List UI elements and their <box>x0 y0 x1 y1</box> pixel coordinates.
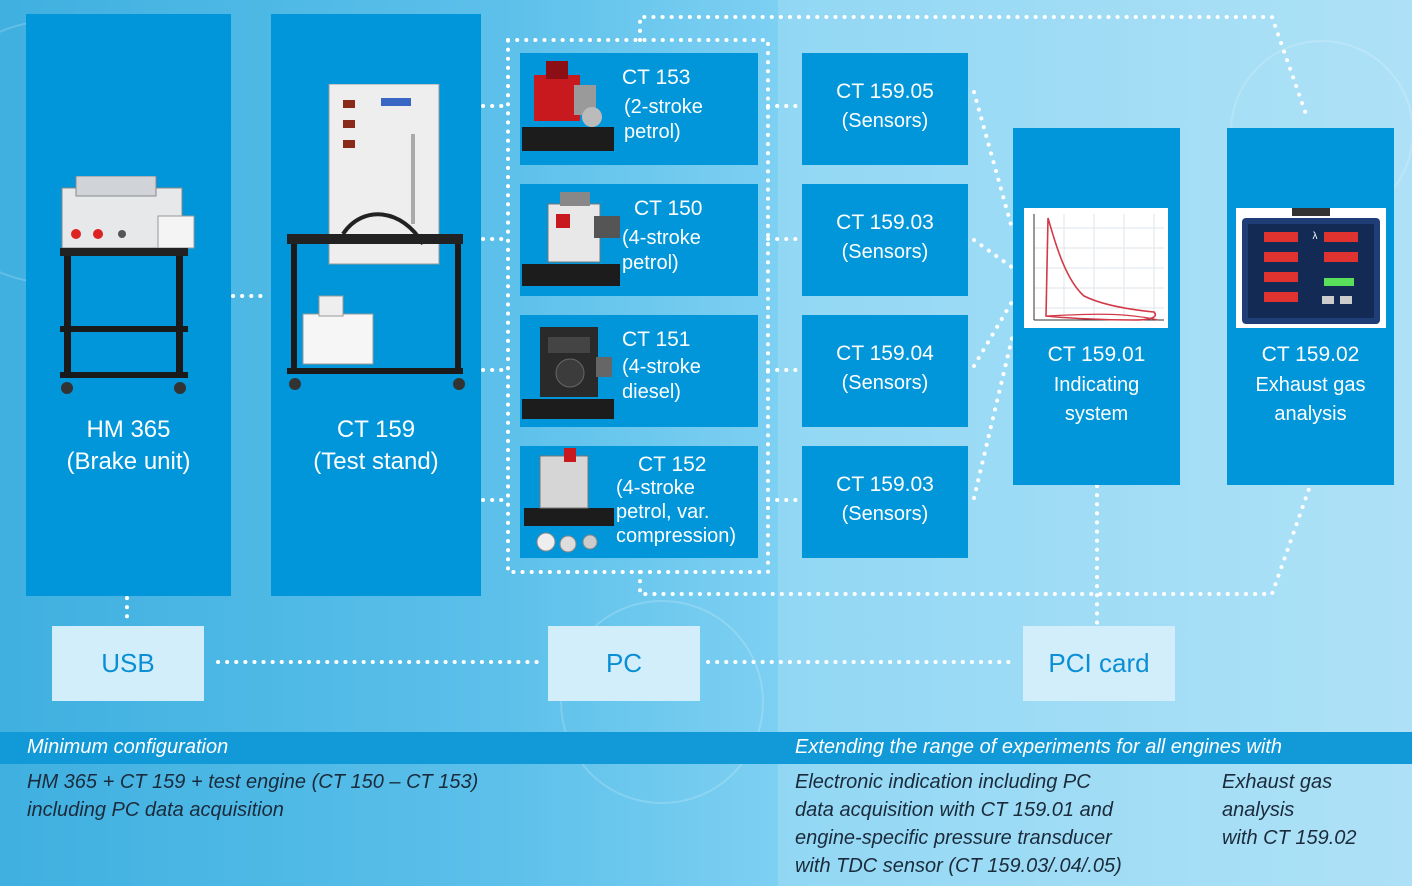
lambda-symbol: λ <box>1313 231 1318 241</box>
sensor-1-subtitle: (Sensors) <box>841 110 929 132</box>
ext-frame-top <box>638 15 1310 122</box>
ct150-title: CT 150 <box>634 197 703 220</box>
engine-photo-4-stroke-petrol <box>522 192 620 286</box>
engine-photo-4-stroke-diesel <box>522 327 614 419</box>
sensor-4-title: CT 159.03 <box>836 473 934 496</box>
engine-photo-variable-compression <box>524 448 614 553</box>
lambda-label: λ <box>1313 231 1318 241</box>
hm365-subtitle: (Brake unit) <box>66 448 191 475</box>
ct150-subtitle: (4-stroke petrol) <box>622 227 701 274</box>
engine-box-ct152: CT 152 (4-stroke petrol, var. compressio… <box>520 446 758 558</box>
indicating-title: CT 159.01 <box>1047 343 1146 366</box>
engine-group-border <box>506 38 770 574</box>
link-sensor-3-indicating <box>972 298 1015 368</box>
ct159-box: CT 159 (Test stand) <box>271 14 481 596</box>
pc-label: PC <box>605 648 643 678</box>
sensor-box-ct159-03-b: CT 159.03 (Sensors) <box>802 446 968 558</box>
hm365-title: HM 365 <box>86 416 171 443</box>
caption-bar <box>0 732 1412 764</box>
indicating-system-box: CT 159.01 Indicating system <box>1013 128 1180 485</box>
sensor-2-subtitle: (Sensors) <box>841 241 929 263</box>
ct153-title: CT 153 <box>622 66 691 89</box>
sensor-2-title: CT 159.03 <box>836 211 934 234</box>
ext-frame-bottom <box>638 484 1312 596</box>
pci-card-label: PCI card <box>1048 648 1150 678</box>
link-sensor-1-indicating <box>972 90 1015 234</box>
engine-box-ct150: CT 150 (4-stroke petrol) <box>520 184 758 296</box>
link-sensor-4-indicating <box>972 332 1015 500</box>
ct151-title: CT 151 <box>622 328 691 351</box>
link-sensor-2-indicating <box>972 238 1015 270</box>
engine-photo-2-stroke-petrol <box>522 61 614 151</box>
gas-analyzer-image <box>1236 208 1386 328</box>
sensor-box-ct159-03: CT 159.03 (Sensors) <box>802 184 968 296</box>
indicating-subtitle: Indicating system <box>1053 374 1140 425</box>
sensor-box-ct159-04: CT 159.04 (Sensors) <box>802 315 968 427</box>
exhaust-title: CT 159.02 <box>1261 343 1360 366</box>
ct153-subtitle: (2-stroke petrol) <box>624 96 703 143</box>
hm365-box: HM 365 (Brake unit) <box>26 14 231 596</box>
background-motif <box>560 600 764 804</box>
extension-heading: Extending the range of experiments for a… <box>795 736 1282 758</box>
pc-interface-box: PC <box>548 626 700 701</box>
minimum-configuration-heading: Minimum configuration <box>27 736 229 758</box>
sensor-3-title: CT 159.04 <box>836 342 934 365</box>
test-stand-photo <box>287 84 465 390</box>
ct152-subtitle: (4-stroke petrol, var. compression) <box>616 477 737 547</box>
pv-diagram-image <box>1024 208 1168 328</box>
engine-box-ct151: CT 151 (4-stroke diesel) <box>520 315 758 427</box>
ct152-title: CT 152 <box>638 453 707 476</box>
indication-extension-text: Electronic indication including PC data … <box>795 771 1122 877</box>
usb-interface-box: USB <box>52 626 204 701</box>
usb-label: USB <box>101 648 155 678</box>
brake-unit-photo <box>60 176 195 394</box>
exhaust-subtitle: Exhaust gas analysis <box>1255 374 1366 425</box>
ct159-subtitle: (Test stand) <box>313 448 439 475</box>
pci-card-box: PCI card <box>1023 626 1175 701</box>
sensor-3-subtitle: (Sensors) <box>841 372 929 394</box>
sensor-1-title: CT 159.05 <box>836 80 934 103</box>
exhaust-extension-text: Exhaust gas analysis with CT 159.02 <box>1222 771 1357 849</box>
exhaust-analysis-box: λ CT 159.02 Exhaust gas analysis <box>1227 128 1394 485</box>
ct151-subtitle: (4-stroke diesel) <box>622 356 701 403</box>
minimum-configuration-text: HM 365 + CT 159 + test engine (CT 150 – … <box>27 771 479 821</box>
sensor-box-ct159-05: CT 159.05 (Sensors) <box>802 53 968 165</box>
ct159-title: CT 159 <box>336 416 416 443</box>
engine-box-ct153: CT 153 (2-stroke petrol) <box>520 53 758 165</box>
sensor-4-subtitle: (Sensors) <box>841 503 929 525</box>
